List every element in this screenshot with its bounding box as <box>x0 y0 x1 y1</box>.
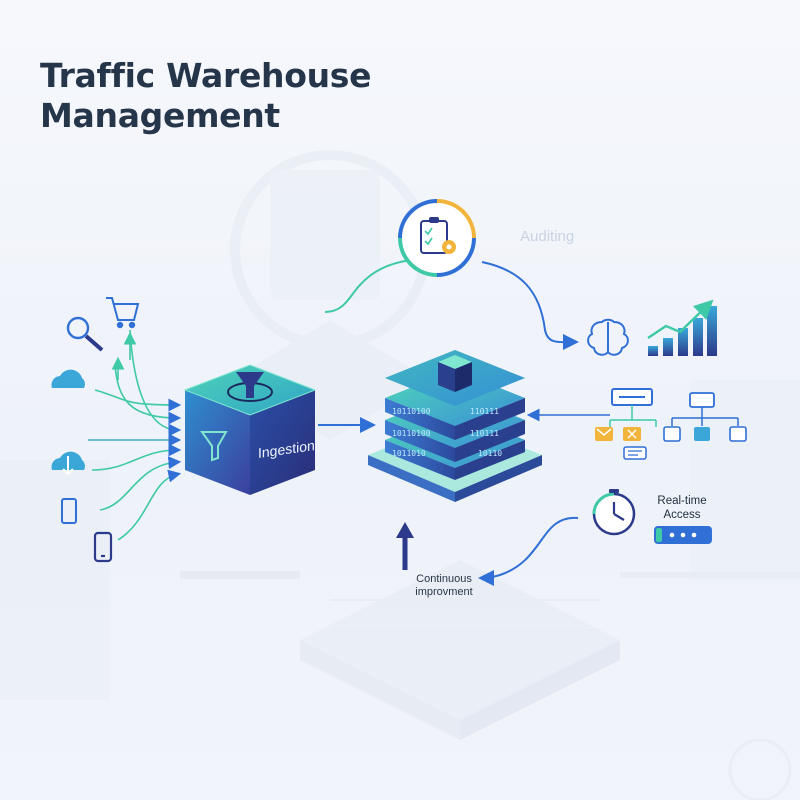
database-server-icon <box>438 355 472 392</box>
auditing-label: Auditing <box>520 228 575 245</box>
cloud-icon <box>51 369 85 388</box>
binary-row: 110111 <box>470 429 499 438</box>
binary-row: 110111 <box>470 407 499 416</box>
binary-row: 1011010 <box>392 449 426 458</box>
realtime-connector <box>478 516 579 586</box>
binary-row: 10110100 <box>392 407 431 416</box>
continuous-improvement-arrow <box>396 522 414 570</box>
document-flow-icon <box>595 388 657 460</box>
continuous-improvement-label: Continuous improvment <box>415 573 473 598</box>
cloud-download-icon <box>51 451 85 476</box>
background-decoration <box>0 150 800 800</box>
search-icon <box>66 316 104 352</box>
ingestion-cube <box>183 364 317 495</box>
funnel-outline-icon <box>200 431 228 462</box>
growth-chart-icon <box>647 299 717 356</box>
realtime-access-label: Real-time Access <box>657 495 707 521</box>
org-chart-icon <box>663 392 747 442</box>
clock-icon <box>592 489 636 536</box>
auditing-connector <box>324 259 579 351</box>
funnel-icon <box>227 372 273 402</box>
brain-icon <box>587 318 629 356</box>
binary-data-rows: 10110100 110111 10110100 110111 1011010 … <box>392 407 502 458</box>
clipboard-gear-icon <box>398 199 476 277</box>
source-connectors <box>88 329 182 541</box>
shopping-cart-icon <box>106 297 140 329</box>
mobile-phone-icon <box>61 498 77 524</box>
page-title: Traffic Warehouse Management <box>40 56 372 135</box>
binary-row: 10110100 <box>392 429 431 438</box>
access-key-icon <box>654 526 712 544</box>
binary-row: 10110 <box>478 449 502 458</box>
smartphone-icon <box>93 531 113 563</box>
